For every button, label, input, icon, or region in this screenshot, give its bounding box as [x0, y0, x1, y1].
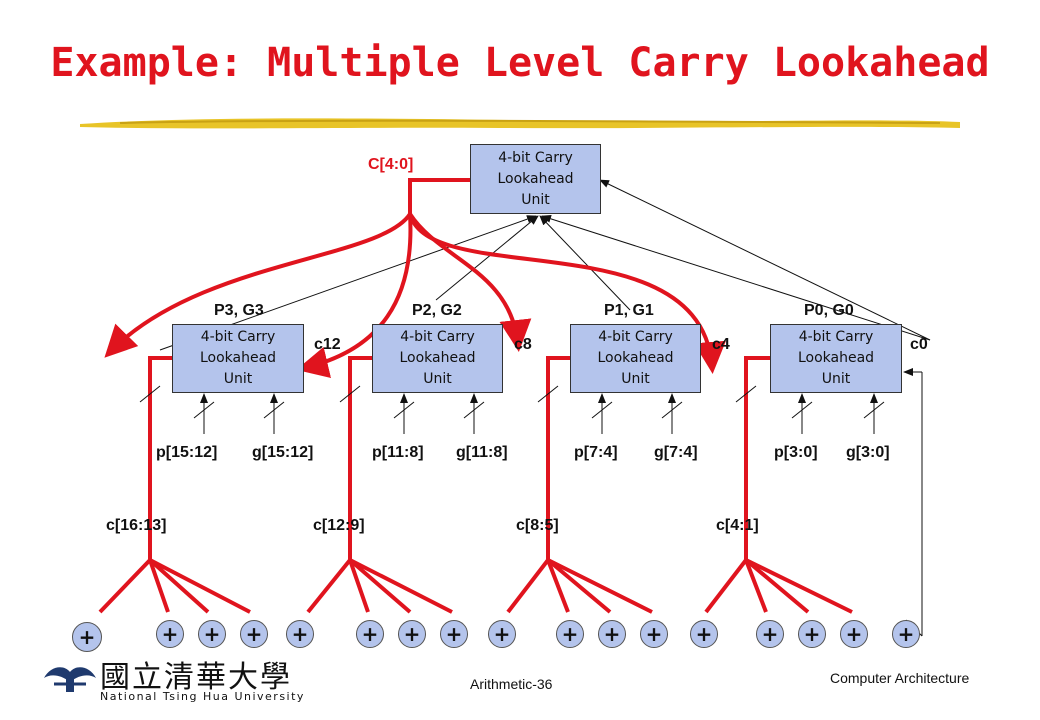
title-underline-stroke: [80, 118, 960, 129]
unit-0-pg-label: P0, G0: [804, 302, 854, 319]
carry-out-wires: [98, 356, 853, 614]
unit-2-pg-label: P2, G2: [412, 302, 462, 319]
course-label: Computer Architecture: [830, 670, 970, 686]
adder-16: +: [72, 622, 102, 652]
pg-input-wires: [193, 393, 885, 434]
page-label: Arithmetic-36: [470, 676, 553, 692]
adder-9: +: [440, 620, 468, 648]
slide-title: Example: Multiple Level Carry Lookahead: [50, 40, 990, 86]
pg-wires: [159, 179, 931, 637]
carry-fanout-wires: [104, 178, 726, 379]
unit-1-p-label: p[7:4]: [574, 444, 618, 461]
unit-0-g-label: g[3:0]: [846, 444, 890, 461]
university-name-cn: 國立清華大學: [100, 660, 292, 695]
adder-10: +: [398, 620, 426, 648]
unit-1-carry-out-label: c[8:5]: [516, 517, 559, 534]
unit-0-p-label: p[3:0]: [774, 444, 818, 461]
adder-15: +: [156, 620, 184, 648]
carry-in-c0: c0: [910, 336, 928, 353]
university-name-en: National Tsing Hua University: [100, 690, 305, 703]
unit-3-pg-label: P3, G3: [214, 302, 264, 319]
unit-1-pg-label: P1, G1: [604, 302, 654, 319]
top-carry-lookahead-unit: 4-bit Carry Lookahead Unit: [470, 144, 601, 214]
adder-14: +: [198, 620, 226, 648]
unit-3-box: 4-bit Carry Lookahead Unit: [172, 324, 304, 393]
carry-in-c8: c8: [514, 336, 532, 353]
carry-in-c4: c4: [712, 336, 730, 353]
adder-12: +: [286, 620, 314, 648]
adder-6: +: [598, 620, 626, 648]
unit-1-g-label: g[7:4]: [654, 444, 698, 461]
adder-4: +: [690, 620, 718, 648]
unit-2-carry-out-label: c[12:9]: [313, 517, 365, 534]
unit-3-carry-out-label: c[16:13]: [106, 517, 167, 534]
adder-2: +: [798, 620, 826, 648]
unit-2-box: 4-bit Carry Lookahead Unit: [372, 324, 503, 393]
university-logo-icon: [44, 667, 96, 692]
adder-5: +: [640, 620, 668, 648]
adder-1: +: [840, 620, 868, 648]
adder-8: +: [488, 620, 516, 648]
unit-2-p-label: p[11:8]: [372, 444, 424, 461]
adder-7: +: [556, 620, 584, 648]
adder-3: +: [756, 620, 784, 648]
adder-13: +: [240, 620, 268, 648]
top-output-label: C[4:0]: [368, 156, 414, 173]
unit-1-box: 4-bit Carry Lookahead Unit: [570, 324, 701, 393]
unit-3-g-label: g[15:12]: [252, 444, 314, 461]
unit-0-carry-out-label: c[4:1]: [716, 517, 759, 534]
bus-slashes: [139, 385, 757, 403]
carry-in-c12: c12: [314, 336, 341, 353]
unit-2-g-label: g[11:8]: [456, 444, 508, 461]
adder-0: +: [892, 620, 920, 648]
unit-3-p-label: p[15:12]: [156, 444, 218, 461]
unit-0-box: 4-bit Carry Lookahead Unit: [770, 324, 902, 393]
adder-11: +: [356, 620, 384, 648]
